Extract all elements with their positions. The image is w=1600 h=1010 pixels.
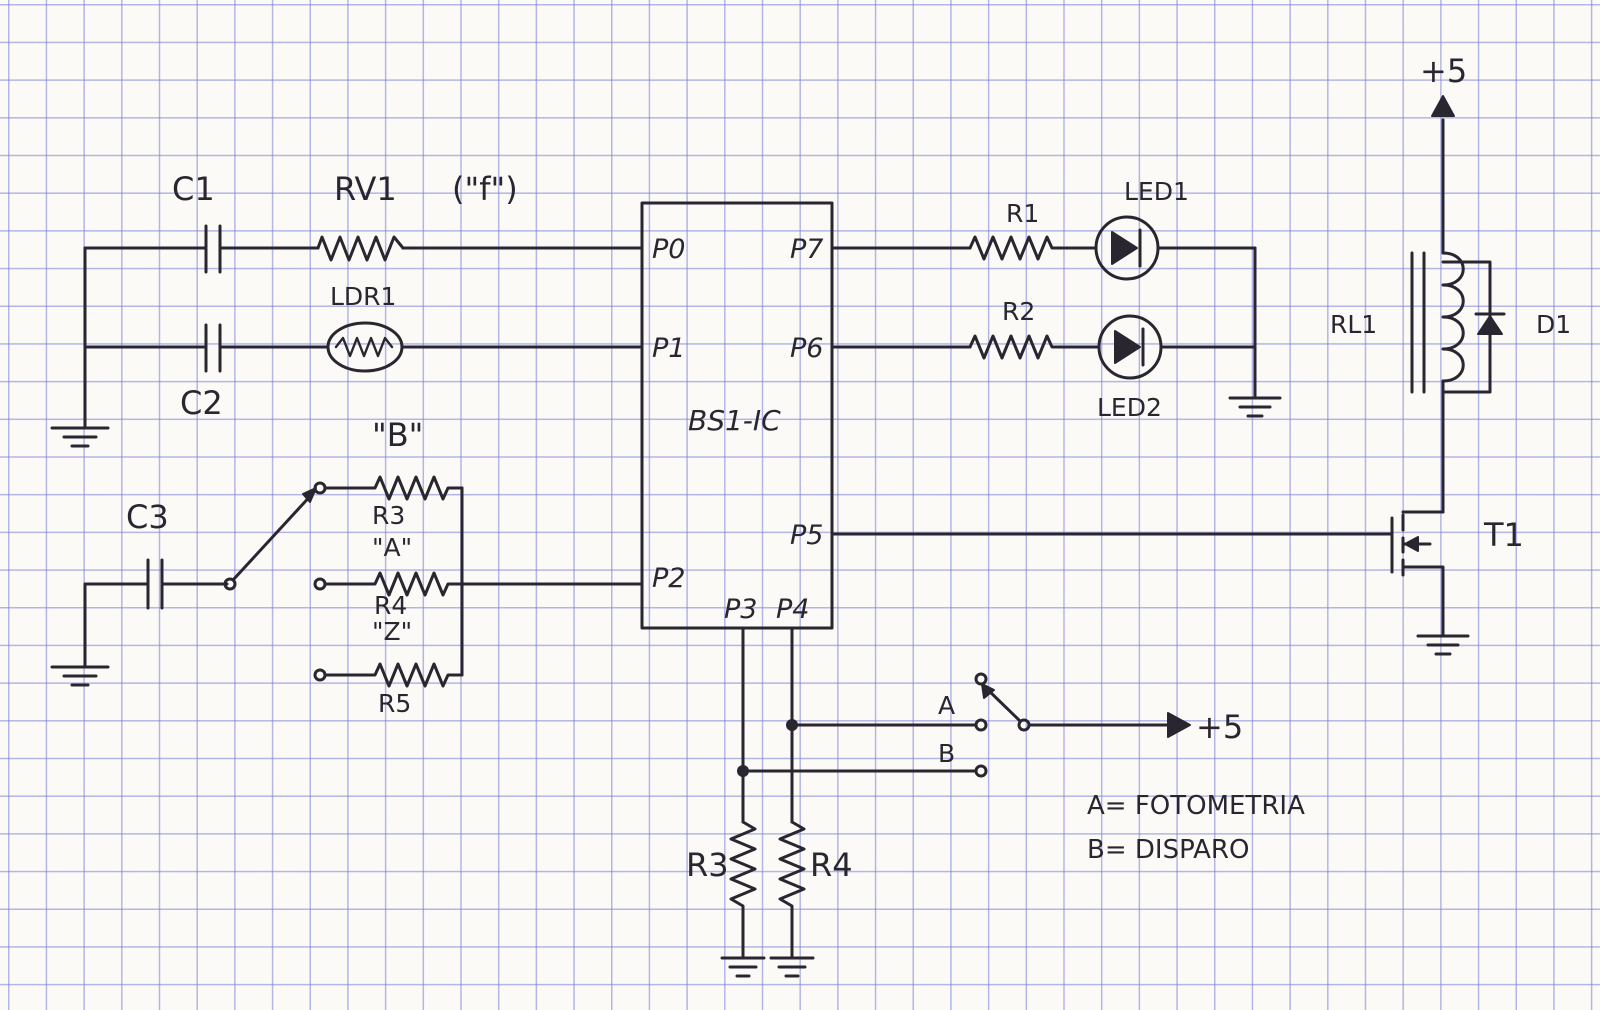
pin-p0: P0: [652, 234, 685, 265]
bs1-ic-body: [640, 201, 834, 630]
label-c1: C1: [172, 170, 215, 208]
label-selector-b: "B": [372, 416, 423, 454]
label-c2: C2: [180, 384, 223, 422]
label-d1: D1: [1536, 310, 1571, 339]
label-ldr1: LDR1: [330, 282, 396, 311]
label-bs1-ic: BS1-IC: [688, 404, 781, 437]
switch-arm: [984, 686, 1022, 723]
switch-arm-arrow: [981, 683, 995, 699]
vcc-top-arrow: [1431, 95, 1455, 117]
resistor-r2: [968, 334, 1100, 360]
relay-driver: [830, 95, 1506, 656]
label-r3-bottom: R3: [686, 846, 729, 884]
capacitor-c2: [204, 323, 222, 373]
label-led1: LED1: [1124, 177, 1189, 206]
relay-rl1-coil: [1441, 251, 1465, 383]
legend-a: A= FOTOMETRIA: [1087, 791, 1305, 821]
label-rl1: RL1: [1330, 310, 1377, 339]
label-r5: R5: [378, 689, 411, 718]
label-c3: C3: [126, 498, 169, 536]
diode-d1-triangle: [1477, 315, 1503, 335]
ground-symbol-r3: [720, 956, 766, 978]
label-r2: R2: [1002, 297, 1035, 326]
ground-symbol-led: [1228, 396, 1282, 418]
vcc-switch-arrow: [1167, 712, 1191, 738]
switch-contact-a: [974, 718, 988, 732]
c3-ground-wire: [83, 582, 150, 669]
ground-symbol-c3: [50, 665, 110, 687]
ground-symbol-left-top: [50, 426, 110, 448]
pin-p2: P2: [652, 563, 685, 594]
resistor-r1: [968, 235, 1097, 261]
led2-anode-triangle: [1114, 330, 1141, 364]
resistor-r3-top: [323, 475, 464, 501]
potentiometer-rv1: [316, 235, 405, 262]
relay-rl1-core: [1410, 251, 1426, 394]
label-r4-top: R4: [374, 591, 407, 620]
led1-anode-triangle: [1111, 231, 1138, 265]
pin-p3: P3: [724, 594, 757, 625]
ldr1-resistor: [334, 336, 394, 358]
label-t1: T1: [1483, 516, 1524, 554]
switch-contact-b: [974, 764, 988, 778]
capacitor-c3: [146, 558, 164, 610]
label-rv1: RV1: [334, 170, 397, 208]
led-network: [830, 215, 1282, 418]
legend-b: B= DISPARO: [1087, 835, 1249, 865]
pin-p6: P6: [790, 333, 823, 364]
mode-switch-network: [720, 626, 1191, 978]
pin-p5: P5: [790, 520, 823, 551]
label-rv1-note: ("f"): [452, 170, 518, 208]
label-switch-a: A: [938, 691, 955, 720]
label-led2: LED2: [1097, 393, 1162, 422]
selector-network: [50, 475, 644, 688]
label-r4-bottom: R4: [810, 846, 853, 884]
pin-p1: P1: [652, 333, 685, 364]
label-selector-a: "A": [372, 533, 412, 562]
resistor-r4-bottom: [778, 820, 806, 960]
pin-p4: P4: [776, 594, 809, 625]
transistor-t1-body-arrow: [1404, 536, 1419, 552]
transistor-t1-drain-source: [1401, 510, 1445, 638]
switch-contact-top: [974, 672, 988, 686]
resistor-r4-top: [323, 571, 644, 597]
label-switch-b: B: [938, 739, 955, 768]
resistor-r5: [323, 662, 464, 688]
label-vcc-top: +5: [1420, 52, 1467, 90]
capacitor-c1: [204, 224, 222, 274]
selector-arm: [231, 490, 316, 582]
selector-common: [223, 577, 237, 591]
c1-c2-network: [50, 224, 644, 448]
label-selector-z: "Z": [372, 617, 412, 646]
selector-arm-arrow: [302, 487, 317, 503]
pin-p7: P7: [790, 234, 823, 265]
resistor-r3-bottom: [729, 820, 757, 960]
label-r1: R1: [1006, 199, 1039, 228]
label-vcc-switch: +5: [1196, 708, 1243, 746]
label-r3-top: R3: [372, 501, 405, 530]
ground-symbol-t1: [1416, 634, 1470, 656]
ground-symbol-r4: [769, 956, 815, 978]
